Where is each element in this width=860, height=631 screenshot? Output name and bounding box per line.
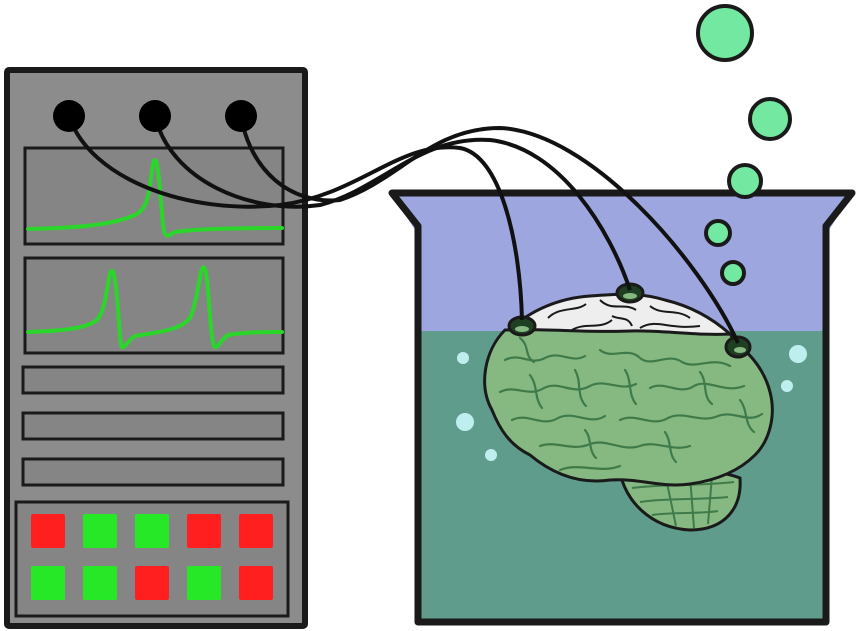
beaker-outline [388,189,856,626]
bubble [696,4,754,62]
signal-monitor-rack [4,67,308,629]
green-indicator-button [187,566,221,600]
green-indicator-button [31,566,65,600]
brain-top-folds [547,299,701,331]
bubble [485,449,497,461]
rack-slot [21,457,285,487]
button-panel [14,500,290,618]
green-indicator-button [83,566,117,600]
red-indicator-button [31,514,65,548]
bubble [720,260,746,286]
electrode-shine [734,347,746,353]
green-indicator-button [83,514,117,548]
waveform-single-spike [26,158,284,238]
human-brain [483,282,774,532]
waveform-double-spike [26,265,284,350]
screen-panel [23,256,285,355]
jack-port [53,100,85,132]
bubble [456,413,474,431]
trace-screen-single-spike [23,146,285,246]
cable [239,115,740,344]
electrode-shine [515,326,529,332]
bubble [781,380,793,392]
rack-slot [21,365,285,395]
bubble [789,345,807,363]
bubble [704,219,732,247]
green-indicator-button [135,514,169,548]
electrode-shine [623,293,637,299]
bubble [748,97,792,141]
indicator-buttons [31,514,273,600]
rising-bubbles [696,4,792,286]
electrode-right [724,335,752,359]
bubble [457,352,469,364]
brain-gyri [498,336,764,472]
bubble [727,163,763,199]
device-jacks [53,100,257,132]
red-indicator-button [239,514,273,548]
jack-port [225,100,257,132]
brain-cerebrum [483,328,774,487]
red-indicator-button [239,566,273,600]
jack-port [139,100,171,132]
red-indicator-button [135,566,169,600]
cable [67,115,524,321]
rack-slot [21,411,285,441]
electrode-cables [67,115,740,344]
red-indicator-button [187,514,221,548]
trace-screen-double-spike [23,256,285,355]
fluid-bubbles [456,345,807,461]
